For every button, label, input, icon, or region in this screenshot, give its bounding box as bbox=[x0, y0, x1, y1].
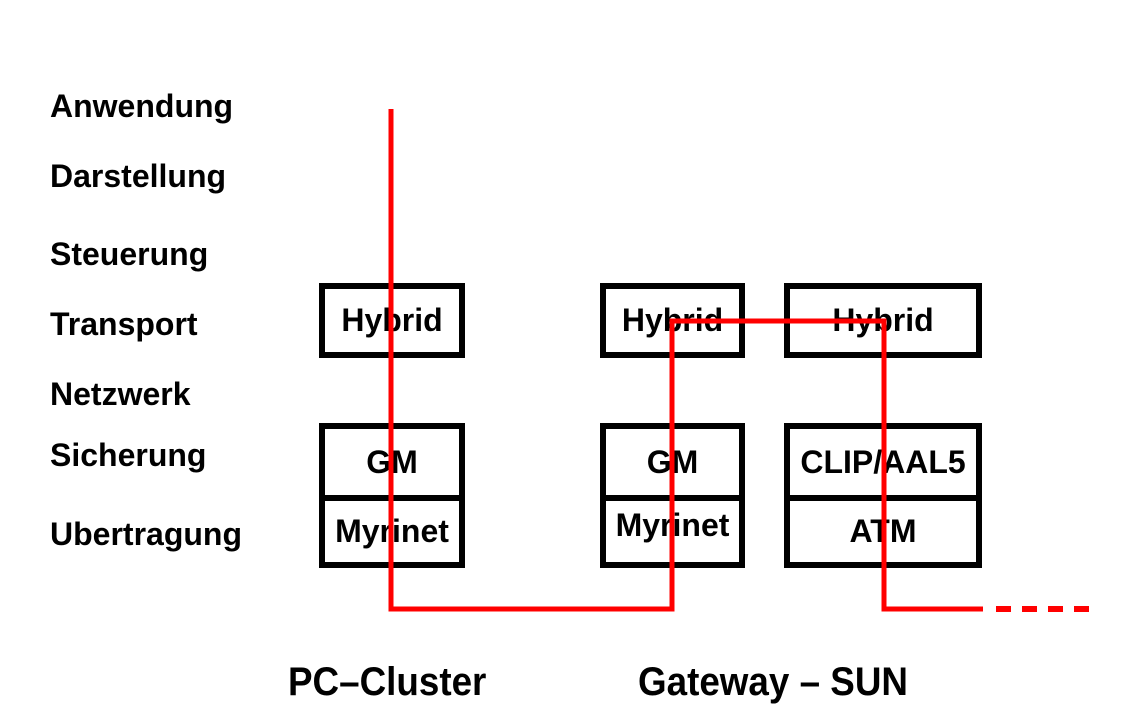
caption-pc-cluster: PC–Cluster bbox=[288, 660, 487, 704]
layer-label-anwendung: Anwendung bbox=[50, 88, 234, 124]
layer-label-netzwerk: Netzwerk bbox=[50, 376, 191, 412]
layer-label-darstellung: Darstellung bbox=[50, 158, 227, 194]
layer-label-steuerung: Steuerung bbox=[50, 236, 209, 272]
caption-gateway-sun: Gateway – SUN bbox=[638, 660, 908, 704]
layer-label-ubertragung: Ubertragung bbox=[50, 516, 242, 552]
layer-label-transport: Transport bbox=[50, 306, 198, 342]
layer-label-sicherung: Sicherung bbox=[50, 437, 207, 473]
route-pc-to-gateway bbox=[388, 109, 983, 612]
